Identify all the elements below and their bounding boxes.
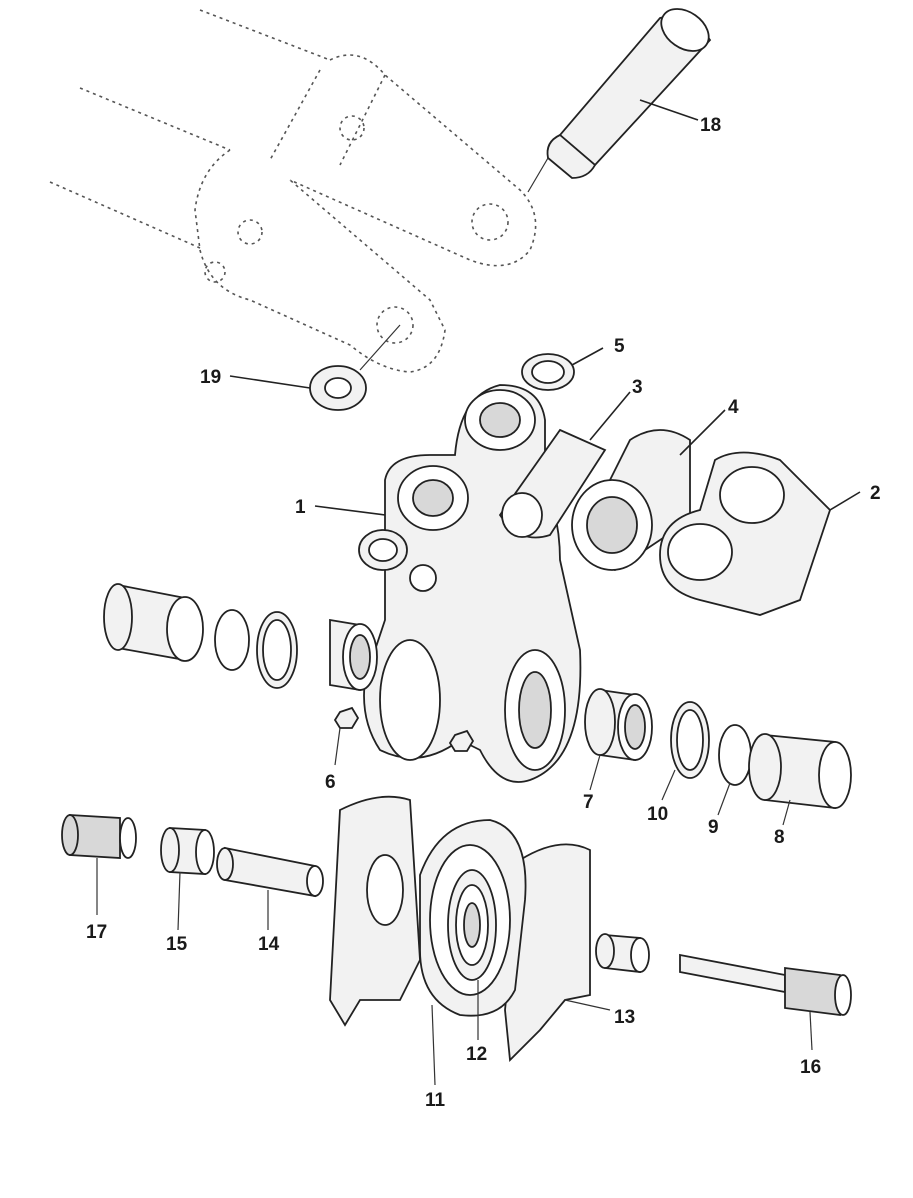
left-axle-pin <box>103 583 204 662</box>
part-12-spring <box>447 869 497 1040</box>
part-5-bushing <box>521 353 575 391</box>
part-13-plates <box>329 795 591 1062</box>
callout-13: 13 <box>614 1007 635 1028</box>
callout-19: 19 <box>200 367 221 388</box>
part-7-bushing <box>584 688 653 791</box>
callout-8: 8 <box>774 827 785 848</box>
part-6-nuts <box>333 706 475 766</box>
part-10-ring <box>661 701 710 801</box>
callout-18: 18 <box>700 115 721 136</box>
part-15-bushing <box>160 827 215 931</box>
callout-16: 16 <box>800 1057 821 1078</box>
part-9-circlip <box>717 724 752 816</box>
left-ring <box>256 611 298 689</box>
leader-2 <box>829 491 861 511</box>
callout-17: 17 <box>86 922 107 943</box>
part-2-plate <box>659 451 832 616</box>
callout-1: 1 <box>295 497 306 518</box>
part-19-washer <box>309 324 401 411</box>
leader-5 <box>571 347 604 366</box>
callout-15: 15 <box>166 934 188 955</box>
left-circlip <box>214 609 250 671</box>
part-18-pin <box>527 8 712 193</box>
callout-line-11 <box>431 1004 436 1086</box>
callout-2: 2 <box>870 483 881 504</box>
callout-labels: 1 2 3 4 5 6 7 8 9 10 11 12 13 14 15 16 1… <box>86 115 881 1111</box>
callout-4: 4 <box>728 397 739 418</box>
part-17-threaded-plug <box>61 814 137 915</box>
leader-18 <box>639 99 699 121</box>
leader-19 <box>229 375 311 389</box>
part-16-bushing-and-bolt <box>595 933 852 1051</box>
callout-7: 7 <box>583 792 594 813</box>
part-1-coupler-body <box>363 384 582 783</box>
callout-12: 12 <box>466 1044 487 1065</box>
callout-line-13 <box>564 999 611 1011</box>
part-3-sleeve <box>498 428 607 539</box>
part-8-pin <box>748 733 852 826</box>
part-14-sleeve <box>216 846 324 930</box>
leader-lines <box>229 99 861 516</box>
callout-5: 5 <box>614 336 625 357</box>
part-5b-bushing <box>358 529 408 571</box>
callout-14: 14 <box>258 934 280 955</box>
arm-outline-dashed <box>49 9 537 373</box>
leader-1 <box>314 505 386 516</box>
left-bushing <box>329 618 378 692</box>
callout-9: 9 <box>708 817 719 838</box>
callout-11: 11 <box>425 1090 446 1111</box>
callout-10: 10 <box>647 804 668 825</box>
callout-6: 6 <box>325 772 336 793</box>
leader-4 <box>679 409 726 456</box>
leader-3 <box>589 391 631 441</box>
callout-3: 3 <box>632 377 643 398</box>
